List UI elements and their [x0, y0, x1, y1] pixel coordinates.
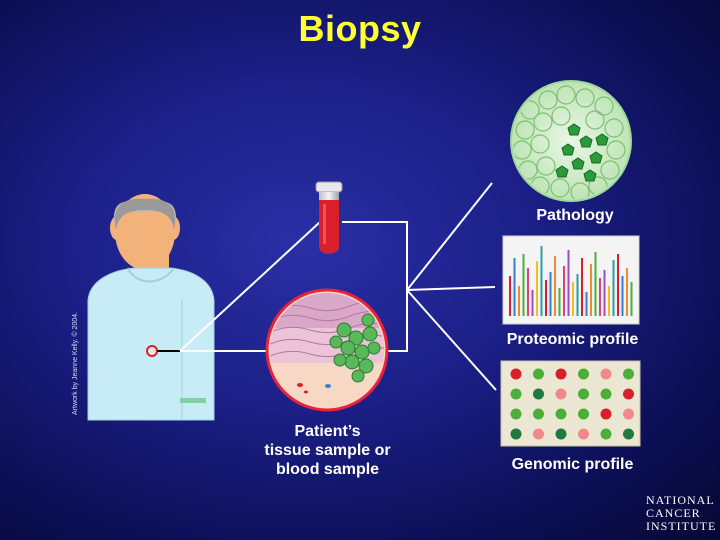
genomic-dot	[600, 368, 612, 380]
genomic-dot	[623, 388, 634, 400]
pathology-cells	[510, 80, 632, 202]
patient-gown	[87, 267, 215, 421]
genomic-dot	[578, 428, 589, 440]
genomic-dot	[533, 388, 544, 400]
patient-figure	[87, 194, 215, 421]
genomic-dot	[510, 428, 522, 440]
test-tube-icon	[315, 181, 343, 254]
slide-title: Biopsy	[298, 8, 422, 49]
genomic-dot	[510, 408, 522, 420]
genomic-dot	[578, 368, 589, 380]
genomic-dot	[600, 428, 612, 440]
genomic-dot	[578, 388, 589, 400]
genomic-dot	[623, 368, 634, 380]
biopsy-site-marker	[146, 345, 158, 357]
genomic-dot	[510, 388, 522, 400]
genomic-dot	[555, 428, 567, 440]
artwork-credit: Artwork by Jeanne Kelly. © 2004.	[72, 311, 79, 415]
genomic-dot	[623, 428, 634, 440]
nci-logo: NATIONAL CANCER INSTITUTE	[646, 494, 720, 540]
pathology-label: Pathology	[536, 207, 614, 224]
genomic-dot	[555, 368, 567, 380]
genomic-dot	[533, 368, 544, 380]
connector-lines	[179, 182, 497, 391]
sample-label-line2: tissue sample or	[264, 442, 391, 459]
genomic-dot	[578, 408, 589, 420]
proteomic-bars	[502, 235, 640, 325]
genomic-dot	[623, 408, 634, 420]
genomic-dot	[533, 428, 544, 440]
genomic-dot	[555, 408, 567, 420]
nci-logo-line1: NATIONAL	[646, 493, 715, 507]
patient-head	[115, 194, 175, 270]
wristband	[180, 398, 206, 403]
genomic-label: Genomic profile	[511, 456, 634, 473]
nci-logo-line2: CANCER	[646, 506, 701, 520]
proteomic-label: Proteomic profile	[506, 331, 639, 348]
nci-logo-line3: INSTITUTE	[646, 519, 717, 533]
genomic-dot-grid	[500, 360, 641, 447]
sample-label-line1: Patient’s	[294, 423, 361, 440]
genomic-dot	[600, 408, 612, 420]
genomic-dot	[533, 408, 544, 420]
genomic-dot	[600, 388, 612, 400]
sample-label-line3: blood sample	[275, 461, 380, 478]
tissue-section	[265, 288, 389, 412]
sample-label: Patient’s tissue sample or blood sample	[245, 422, 410, 479]
genomic-dot	[510, 368, 522, 380]
genomic-dot	[555, 388, 567, 400]
